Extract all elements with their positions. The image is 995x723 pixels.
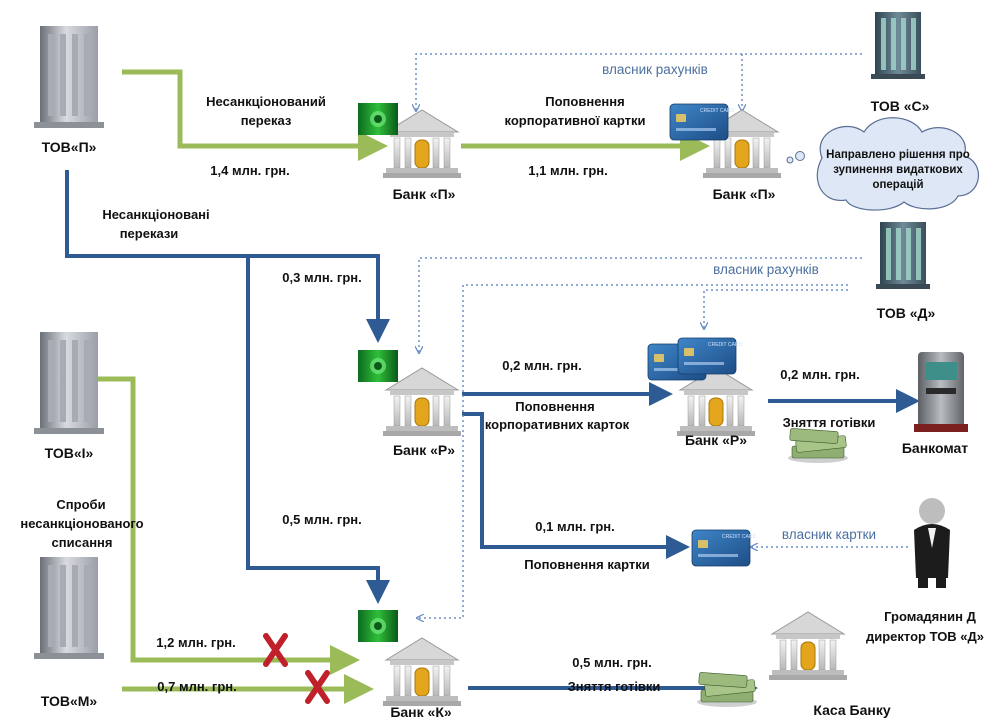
label-unsanctioned-transfers-l2: перекази xyxy=(119,226,179,241)
label-unsanctioned-transfer-l1: Несанкціонований xyxy=(206,94,326,109)
label-card-owner: власник картки xyxy=(781,527,877,542)
dotted-links xyxy=(416,53,908,618)
label-topup-card: Поповнення картки xyxy=(524,557,650,572)
citizen-label-line1: Громадянин Д xyxy=(884,609,976,624)
card-icon-4 xyxy=(691,529,757,567)
money-icon-3 xyxy=(358,610,398,642)
label-attempts-l2: несанкціонованого xyxy=(20,516,144,531)
label-account-owner-2: власник рахунків xyxy=(713,262,819,277)
building-icon-tov-m xyxy=(34,557,104,659)
flow-tovp-bankp xyxy=(122,69,388,161)
cloud-callout xyxy=(786,117,979,211)
entity-label-tov-s: ТОВ «С» xyxy=(870,98,930,114)
amount-0-2-b: 0,2 млн. грн. xyxy=(780,367,860,382)
money-icon-2 xyxy=(358,350,398,382)
bank-icon-cash xyxy=(768,611,848,681)
amount-0-7: 0,7 млн. грн. xyxy=(157,679,237,694)
amount-1-2: 1,2 млн. грн. xyxy=(156,635,236,650)
amount-0-5-a: 0,5 млн. грн. xyxy=(282,512,362,527)
person-icon xyxy=(914,498,950,588)
cloud-note: Направлено рішення про зупинення видатко… xyxy=(826,149,970,191)
bank-label-k: Банк «К» xyxy=(390,704,452,720)
label-account-owner-1: власник рахунків xyxy=(602,62,708,77)
label-attempts-l1: Спроби xyxy=(56,497,106,512)
amount-1-1: 1,1 млн. грн. xyxy=(528,163,608,178)
building-icon-tov-s xyxy=(871,12,925,79)
entity-label-tov-i: ТОВ«І» xyxy=(44,445,94,461)
bank-label-p2: Банк «П» xyxy=(712,186,776,202)
label-unsanctioned-transfers-l1: Несанкціоновані xyxy=(102,207,210,222)
citizen-label-line2: директор ТОВ «Д» xyxy=(865,629,985,644)
label-cash-withdrawal-2: Зняття готівки xyxy=(567,679,661,694)
card-icon-3 xyxy=(677,337,743,375)
label-topup-corp-card-l2: корпоративної картки xyxy=(504,113,646,128)
owner-line-tovs xyxy=(416,53,862,110)
amount-0-2-a: 0,2 млн. грн. xyxy=(502,358,582,373)
blocked-mark-2 xyxy=(305,670,330,704)
cash-icon-2 xyxy=(696,672,758,708)
label-topup-corp-cards-l2: корпоративних карток xyxy=(484,417,630,432)
label-topup-corp-cards-l1: Поповнення xyxy=(515,399,595,414)
bank-label-r2: Банк «Р» xyxy=(684,432,748,448)
label-cash-withdrawal-1: Зняття готівки xyxy=(782,415,876,430)
atm-icon xyxy=(914,352,968,432)
blue-flows xyxy=(65,170,920,700)
flow-tovi-bankk xyxy=(98,376,360,675)
label-unsanctioned-transfer-l2: переказ xyxy=(240,113,292,128)
amount-1-4: 1,4 млн. грн. xyxy=(210,163,290,178)
amount-0-5-b: 0,5 млн. грн. xyxy=(572,655,652,670)
bank-label-p1: Банк «П» xyxy=(392,186,456,202)
card-icon-1 xyxy=(669,103,735,141)
cash-icon-1 xyxy=(787,428,849,464)
blocked-mark-1 xyxy=(263,633,288,667)
flow-bankr-card xyxy=(462,412,690,559)
amount-0-1: 0,1 млн. грн. xyxy=(535,519,615,534)
owner-line-tovd-2 xyxy=(418,284,848,618)
bank-label-r1: Банк «Р» xyxy=(392,442,456,458)
label-topup-corp-card-l1: Поповнення xyxy=(545,94,625,109)
cash-desk-label: Каса Банку xyxy=(813,702,891,718)
money-icon-1 xyxy=(358,103,398,135)
building-icon-tov-p xyxy=(34,26,104,128)
green-flows xyxy=(98,69,710,704)
label-attempts-l3: списання xyxy=(51,535,113,550)
flow-tovp-bankr xyxy=(65,170,390,343)
owner-line-tovd-1 xyxy=(419,257,862,352)
building-icon-tov-d xyxy=(876,222,930,289)
atm-label: Банкомат xyxy=(901,440,969,456)
owner-line-tovd-3 xyxy=(704,289,848,328)
flow-tovp-bankk xyxy=(246,256,390,604)
amount-0-3: 0,3 млн. грн. xyxy=(282,270,362,285)
bank-icon-k xyxy=(382,637,462,707)
entity-label-tov-m: ТОВ«М» xyxy=(40,693,98,709)
entity-label-tov-d: ТОВ «Д» xyxy=(876,305,936,321)
entity-label-tov-p: ТОВ«П» xyxy=(41,139,97,155)
building-icon-tov-i xyxy=(34,332,104,434)
